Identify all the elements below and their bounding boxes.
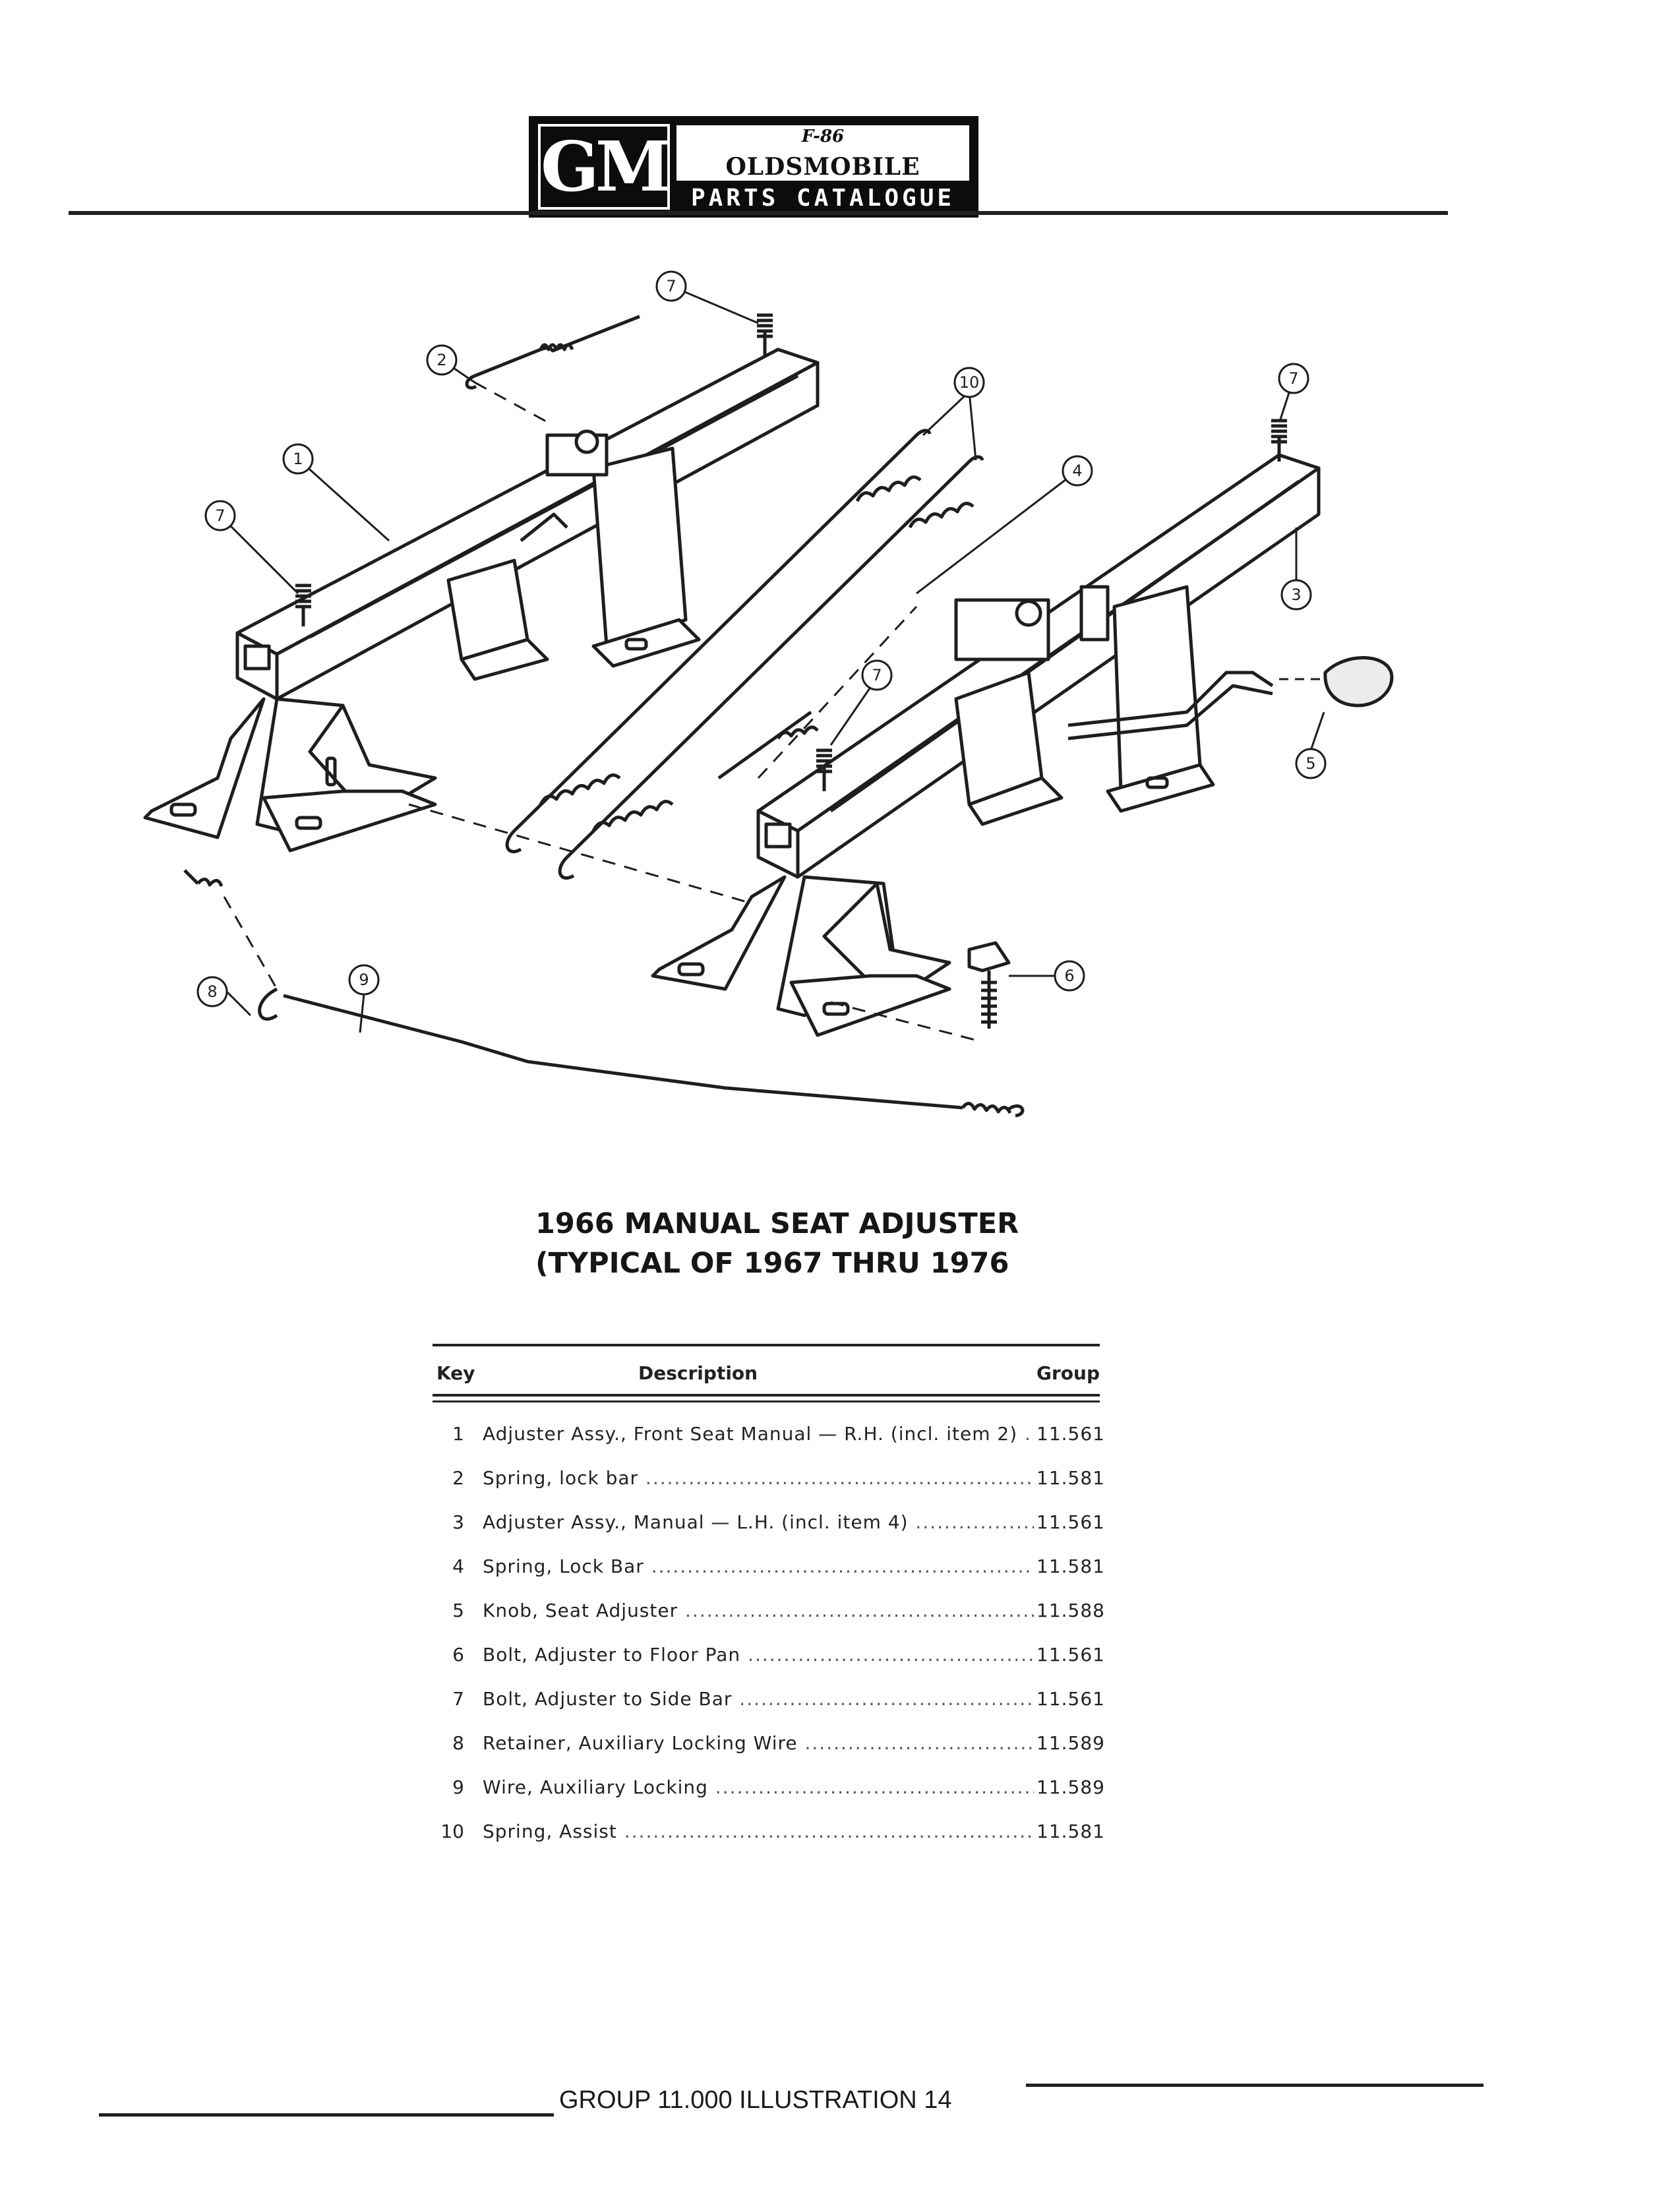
seat-adjuster-knob <box>1279 656 1394 707</box>
footer-rule-right <box>1026 2084 1484 2087</box>
callout-5: 5 <box>1295 748 1327 779</box>
svg-text:7: 7 <box>215 506 225 525</box>
svg-text:7: 7 <box>872 666 882 684</box>
row-group: 11.581 <box>1036 1821 1105 1842</box>
svg-text:6: 6 <box>1064 967 1074 985</box>
row-key: 6 <box>452 1644 464 1666</box>
row-description: Bolt, Adjuster to Side Bar <box>483 1683 1034 1716</box>
side-bar-bolt-left <box>295 584 311 626</box>
logo-title-box: F-86 OLDSMOBILE <box>676 125 969 181</box>
svg-text:4: 4 <box>1072 462 1082 480</box>
row-group: 11.581 <box>1036 1555 1105 1577</box>
lh-adjuster-rail <box>651 419 1321 1037</box>
row-group: 11.581 <box>1036 1467 1105 1489</box>
side-bar-bolt-right <box>1271 419 1287 462</box>
callout-9: 9 <box>348 964 380 996</box>
gm-parts-catalogue-logo: GM F-86 OLDSMOBILE PARTS CATALOGUE <box>529 116 978 218</box>
callout-7-left: 7 <box>204 500 236 531</box>
row-description: Adjuster Assy., Manual — L.H. (incl. ite… <box>483 1506 1034 1539</box>
table-row: 8 Retainer, Auxiliary Locking Wire11.589 <box>433 1727 1105 1760</box>
row-description: Knob, Seat Adjuster <box>483 1594 1034 1627</box>
callout-2: 2 <box>426 344 458 376</box>
row-group: 11.589 <box>1036 1732 1105 1754</box>
callout-8: 8 <box>196 976 228 1008</box>
side-bar-bolt-top <box>757 313 773 356</box>
row-group: 11.561 <box>1036 1688 1105 1710</box>
callout-1: 1 <box>282 443 314 475</box>
row-group: 11.589 <box>1036 1776 1105 1798</box>
auxiliary-locking-wire <box>183 869 1025 1118</box>
row-key: 7 <box>452 1688 464 1710</box>
callout-labels: 7 2 1 7 10 4 7 3 5 6 7 8 9 <box>196 270 1327 1008</box>
catalogue-subtitle: PARTS CATALOGUE <box>690 185 955 212</box>
svg-text:2: 2 <box>436 351 446 369</box>
table-row: 1 Adjuster Assy., Front Seat Manual — R.H… <box>433 1418 1105 1451</box>
page-footer: GROUP 11.000 ILLUSTRATION 14 <box>559 2086 952 2114</box>
row-group: 11.588 <box>1036 1600 1105 1621</box>
header-group: Group <box>1036 1362 1100 1384</box>
svg-text:5: 5 <box>1305 754 1315 773</box>
footer-rule-left <box>99 2113 554 2117</box>
caption-line-1: 1966 MANUAL SEAT ADJUSTER <box>535 1207 1019 1240</box>
header-key: Key <box>436 1362 475 1384</box>
row-key: 1 <box>452 1423 464 1445</box>
header-rule <box>69 211 1448 215</box>
row-group: 11.561 <box>1036 1423 1105 1445</box>
callout-6: 6 <box>1054 960 1085 992</box>
table-row: 5 Knob, Seat Adjuster11.588 <box>433 1594 1105 1627</box>
lock-bar-spring-rh <box>465 315 640 390</box>
table-row: 2 Spring, lock bar11.581 <box>433 1462 1105 1495</box>
row-description: Spring, Assist <box>483 1815 1034 1848</box>
table-row: 6 Bolt, Adjuster to Floor Pan11.561 <box>433 1639 1105 1671</box>
catalogue-code: F-86 <box>801 127 845 146</box>
header-description: Description <box>638 1362 758 1384</box>
table-header-rule <box>433 1394 1100 1397</box>
callout-7-mid: 7 <box>861 659 893 691</box>
row-group: 11.561 <box>1036 1644 1105 1666</box>
svg-text:7: 7 <box>1288 369 1298 388</box>
svg-text:9: 9 <box>359 971 369 989</box>
table-row: 10 Spring, Assist11.581 <box>433 1815 1105 1848</box>
svg-text:8: 8 <box>207 982 217 1001</box>
callout-10: 10 <box>953 367 985 398</box>
table-header-rule-double <box>433 1400 1100 1402</box>
row-key: 5 <box>452 1600 464 1621</box>
row-key: 2 <box>452 1467 464 1489</box>
side-bar-bolt-mid <box>816 748 832 791</box>
row-description: Bolt, Adjuster to Floor Pan <box>483 1639 1034 1671</box>
svg-text:10: 10 <box>959 373 980 392</box>
svg-text:1: 1 <box>293 450 303 468</box>
callout-7-top: 7 <box>655 270 687 302</box>
callout-4: 4 <box>1062 455 1093 487</box>
svg-text:3: 3 <box>1291 586 1301 604</box>
row-description: Spring, Lock Bar <box>483 1550 1034 1583</box>
callout-7-right: 7 <box>1278 363 1309 394</box>
table-row: 7 Bolt, Adjuster to Side Bar11.561 <box>433 1683 1105 1716</box>
row-key: 10 <box>440 1821 464 1842</box>
row-key: 8 <box>452 1732 464 1754</box>
row-key: 9 <box>452 1776 464 1798</box>
brand-name: OLDSMOBILE <box>725 153 920 181</box>
row-key: 4 <box>452 1555 464 1577</box>
row-group: 11.561 <box>1036 1511 1105 1533</box>
rh-adjuster-rail <box>143 313 820 853</box>
row-key: 3 <box>452 1511 464 1533</box>
gm-logo-mark: GM <box>538 124 671 210</box>
callout-3: 3 <box>1280 579 1312 611</box>
illustration-caption: 1966 MANUAL SEAT ADJUSTER (TYPICAL OF 19… <box>535 1204 1129 1283</box>
row-description: Spring, lock bar <box>483 1462 1034 1495</box>
svg-text:7: 7 <box>666 277 676 295</box>
caption-line-2: (TYPICAL OF 1967 THRU 1976 <box>535 1247 1009 1280</box>
table-top-rule <box>433 1344 1100 1346</box>
row-description: Adjuster Assy., Front Seat Manual — R.H.… <box>483 1418 1034 1451</box>
table-row: 4 Spring, Lock Bar11.581 <box>433 1550 1105 1583</box>
row-description: Retainer, Auxiliary Locking Wire <box>483 1727 1034 1760</box>
seat-adjuster-illustration: 7 2 1 7 10 4 7 3 5 6 7 8 9 <box>143 270 1394 1118</box>
row-description: Wire, Auxiliary Locking <box>483 1771 1034 1804</box>
table-row: 9 Wire, Auxiliary Locking11.589 <box>433 1771 1105 1804</box>
table-row: 3 Adjuster Assy., Manual — L.H. (incl. it… <box>433 1506 1105 1539</box>
floor-pan-bolt <box>830 941 1011 1043</box>
